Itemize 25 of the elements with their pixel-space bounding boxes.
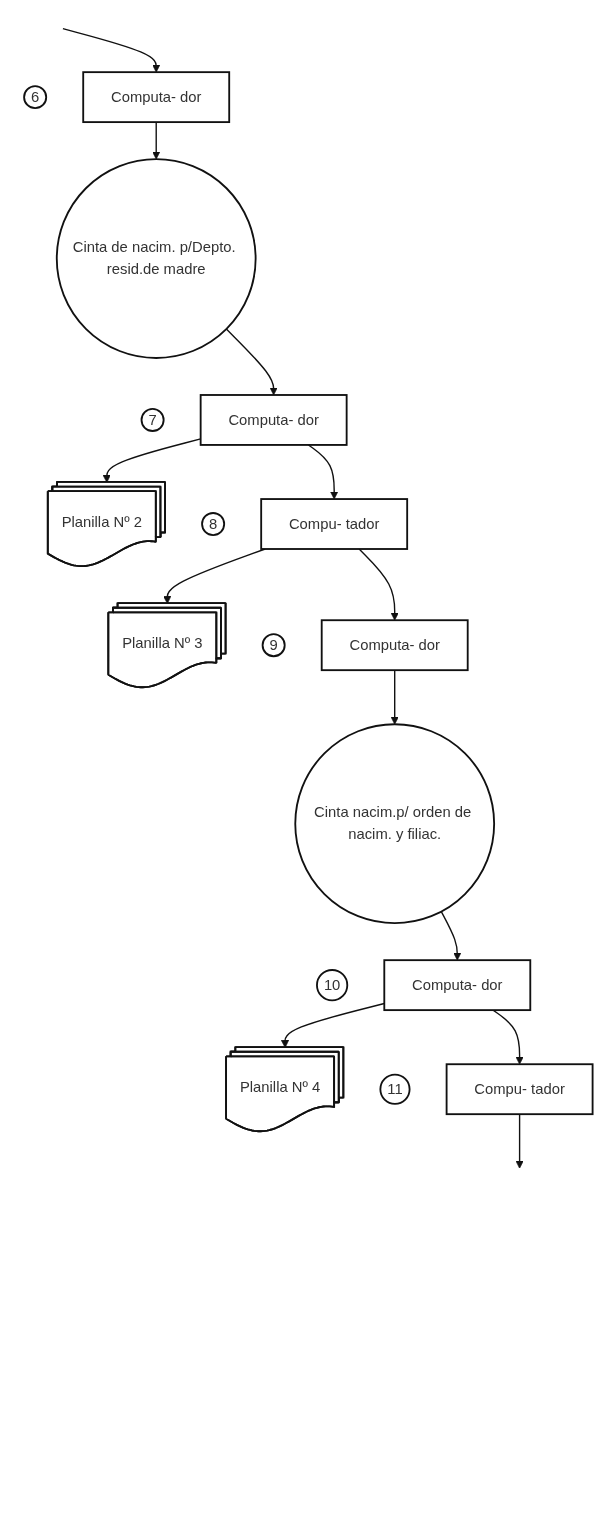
- arrow: [62, 28, 161, 73]
- node-circle: 11: [379, 1073, 411, 1105]
- node-box: Compu- tador: [445, 1063, 594, 1116]
- arrow: [440, 910, 462, 961]
- node-circle: 7: [140, 408, 165, 432]
- arrow: [515, 1113, 524, 1169]
- node-box: Computa- dor: [383, 959, 532, 1012]
- arrow: [390, 669, 399, 725]
- node-circle: Cinta de nacim. p/Depto. resid.de madre: [55, 158, 257, 359]
- arrow: [280, 1002, 385, 1048]
- node-box: Compu- tador: [260, 498, 409, 550]
- arrow: [225, 328, 278, 396]
- node-circle: Cinta nacim.p/ orden de nacim. y filiac.: [294, 723, 496, 925]
- arrow: [307, 444, 339, 500]
- node-box: Computa- dor: [82, 71, 231, 124]
- arrow: [163, 548, 266, 604]
- node-box: Computa- dor: [320, 619, 469, 672]
- arrow: [492, 1009, 524, 1065]
- node-circle: 8: [201, 512, 226, 536]
- arrow: [152, 121, 161, 160]
- node-box: Computa- dor: [199, 394, 348, 446]
- node-circle: 10: [316, 969, 349, 1002]
- arrow: [358, 548, 399, 621]
- node-circle: 9: [261, 633, 286, 658]
- node-circle: 6: [23, 85, 48, 110]
